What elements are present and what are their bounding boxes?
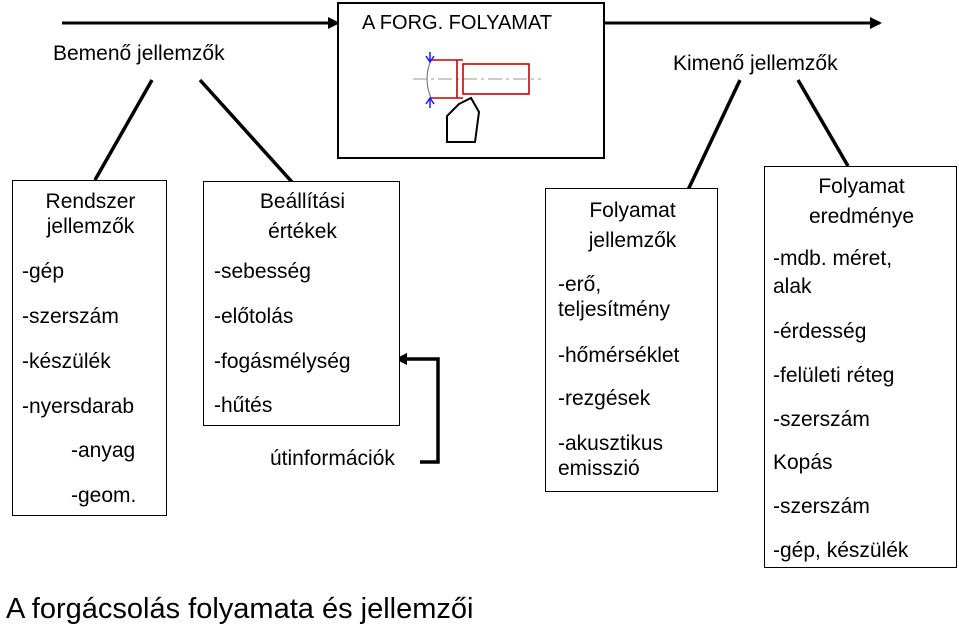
cutting-tool (446, 96, 481, 143)
process-item-acoustic: -akusztikus (558, 432, 664, 455)
process-item-temperature: -hőmérséklet (558, 344, 680, 367)
process-item-power: teljesítmény (558, 298, 671, 321)
settings-title-2: értékek (268, 220, 337, 243)
turning-diagram (413, 52, 541, 143)
process-item-force: -erő, (558, 273, 602, 296)
result-item-tool: -szerszám (773, 408, 870, 431)
process-box: A FORG. FOLYAMAT (337, 2, 605, 159)
system-title-2: jellemzők (46, 215, 135, 238)
settings-box: Beállítási értékek -sebesség -előtolás -… (203, 181, 400, 426)
settings-item-feed: -előtolás (214, 305, 294, 328)
process-item-vibration: -rezgések (558, 387, 651, 410)
result-item-surface-layer: -felületi réteg (773, 364, 895, 387)
system-item-blank: -nyersdarab (22, 395, 135, 418)
process-title: A FORG. FOLYAMAT (362, 12, 553, 34)
result-item-roughness: -érdesség (773, 320, 867, 343)
output-label: Kimenő jellemzők (673, 52, 838, 75)
process-title-1: Folyamat (589, 199, 676, 222)
diag-system (93, 79, 154, 181)
process-item-emission: emisszió (558, 457, 640, 480)
diag-result (796, 79, 850, 167)
system-box: Rendszer jellemzők -gép -szerszám -készü… (12, 180, 167, 516)
result-box: Folyamat eredménye -mdb. méret, alak -ér… (764, 166, 957, 568)
system-item-geometry: -geom. (71, 484, 137, 507)
feedback-arrow (395, 353, 440, 464)
result-title-1: Folyamat (818, 175, 905, 198)
settings-title-1: Beállítási (259, 190, 346, 213)
page-caption: A forgácsolás folyamata és jellemzői (6, 593, 474, 625)
settings-item-depth: -fogásmélység (214, 350, 351, 373)
diag-settings (198, 78, 294, 184)
feedback-label: útinformációk (270, 447, 395, 470)
diag-process (686, 79, 742, 191)
system-item-machine: -gép (22, 260, 65, 283)
result-item-wear-machine: -gép, készülék (773, 539, 909, 562)
process-char-box: Folyamat jellemzők -erő, teljesítmény -h… (545, 188, 718, 492)
workpiece-step (462, 63, 530, 95)
settings-item-speed: -sebesség (214, 260, 311, 283)
system-item-fixture: -készülék (22, 350, 111, 373)
result-item-shape: alak (773, 275, 812, 298)
input-label: Bemenő jellemzők (53, 42, 225, 65)
system-item-material: -anyag (71, 439, 136, 462)
result-item-wear-tool: -szerszám (773, 495, 870, 518)
system-item-tool: -szerszám (22, 305, 119, 328)
result-item-wear: Kopás (773, 451, 833, 474)
settings-item-cooling: -hűtés (214, 394, 273, 417)
result-item-size: -mdb. méret, (773, 247, 893, 270)
result-title-2: eredménye (808, 205, 915, 228)
process-title-2: jellemzők (588, 229, 677, 252)
system-title-1: Rendszer (45, 190, 136, 213)
